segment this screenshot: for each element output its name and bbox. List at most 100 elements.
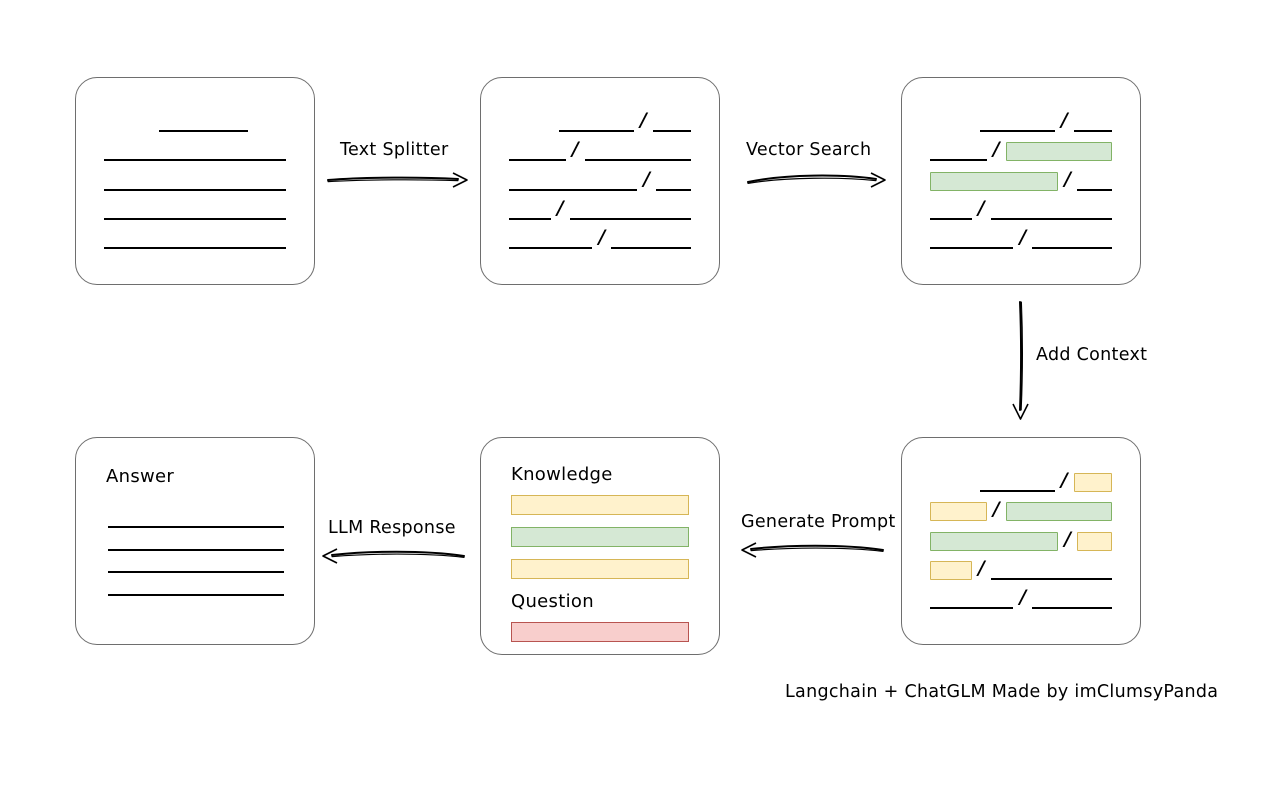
- chunk-separator-slash: /: [598, 225, 606, 248]
- source-document-box: [75, 77, 315, 285]
- text-line-segment: [104, 188, 286, 191]
- highlighted-chunk-green: [1005, 502, 1112, 522]
- doc-row: /: [930, 196, 1112, 225]
- text-line-segment: [558, 130, 634, 133]
- text-line-segment: [104, 247, 286, 250]
- chunk-separator-slash: /: [1060, 109, 1068, 132]
- prompt-bar-yellow: [511, 495, 689, 515]
- highlighted-chunk-yellow: [930, 560, 972, 580]
- doc-row: /: [509, 166, 691, 195]
- doc-row: [104, 137, 286, 166]
- doc-row: /: [509, 196, 691, 225]
- chunk-separator-slash: /: [977, 556, 985, 579]
- doc-row: /: [930, 585, 1112, 614]
- prompt-bar-red: [511, 622, 689, 642]
- prompt-bar-green: [511, 527, 689, 547]
- text-line-segment: [979, 490, 1055, 493]
- text-line-segment: [652, 130, 691, 133]
- chunk-separator-slash: /: [992, 138, 1000, 161]
- question-bars: [511, 622, 689, 654]
- chunk-separator-slash: /: [1060, 469, 1068, 492]
- chunk-separator-slash: /: [642, 167, 650, 190]
- question-label: Question: [511, 591, 594, 612]
- doc-row: /: [509, 137, 691, 166]
- chunk-separator-slash: /: [1064, 167, 1071, 190]
- doc-row: /: [930, 468, 1112, 497]
- text-line-segment: [509, 247, 593, 250]
- prompt-box: Knowledge Question: [480, 437, 720, 655]
- knowledge-bars: [511, 495, 689, 591]
- text-line-segment: [1032, 247, 1112, 250]
- split-chunks-rows: / / / / /: [481, 78, 719, 284]
- text-line-segment: [1073, 130, 1112, 133]
- doc-row: [104, 166, 286, 195]
- doc-row: /: [930, 108, 1112, 137]
- text-line-segment: [930, 217, 972, 220]
- text-line-segment: [509, 188, 637, 191]
- arrow-llm-response: LLM Response: [320, 518, 466, 568]
- highlighted-chunk-green: [930, 171, 1058, 191]
- highlighted-chunk-green: [1005, 142, 1112, 162]
- arrow-text-splitter: Text Splitter: [326, 140, 470, 190]
- vector-matches-rows: /////: [902, 78, 1140, 284]
- knowledge-label: Knowledge: [511, 464, 613, 485]
- text-line-segment: [979, 130, 1055, 133]
- answer-text-line: [108, 526, 284, 529]
- text-line-segment: [930, 247, 1014, 250]
- text-line-segment: [1076, 188, 1112, 191]
- arrow-text-splitter-label: Text Splitter: [340, 140, 449, 160]
- highlighted-chunk-green: [930, 531, 1058, 551]
- text-line-segment: [990, 577, 1112, 580]
- chunk-separator-slash: /: [639, 109, 647, 132]
- highlighted-chunk-yellow: [1076, 531, 1112, 551]
- source-document-rows: [76, 78, 314, 284]
- context-added-box: /////: [901, 437, 1141, 645]
- text-line-segment: [611, 247, 691, 250]
- text-line-segment: [569, 217, 691, 220]
- answer-box: Answer: [75, 437, 315, 645]
- vector-matches-box: /////: [901, 77, 1141, 285]
- chunk-separator-slash: /: [556, 196, 564, 219]
- arrow-vector-search: Vector Search: [746, 140, 888, 190]
- doc-row: /: [930, 526, 1112, 555]
- text-line-segment: [584, 159, 691, 162]
- answer-text-line: [108, 571, 284, 574]
- arrow-generate-prompt-glyph: [741, 542, 884, 558]
- chunk-separator-slash: /: [1019, 585, 1027, 608]
- arrow-add-context-glyph: [1012, 301, 1029, 420]
- arrow-generate-prompt-label: Generate Prompt: [741, 512, 896, 532]
- doc-row: /: [509, 108, 691, 137]
- doc-row: /: [930, 497, 1112, 526]
- arrow-generate-prompt: Generate Prompt: [739, 512, 895, 562]
- doc-row: /: [930, 137, 1112, 166]
- doc-row: /: [509, 225, 691, 254]
- answer-text-line: [108, 548, 284, 551]
- doc-row: [104, 225, 286, 254]
- highlighted-chunk-yellow: [930, 502, 987, 522]
- chunk-separator-slash: /: [992, 498, 1000, 521]
- text-line-segment: [655, 188, 691, 191]
- text-line-segment: [990, 217, 1112, 220]
- arrow-add-context: Add Context: [1000, 300, 1160, 422]
- footer-credit: Langchain + ChatGLM Made by imClumsyPand…: [785, 682, 1219, 702]
- doc-row: /: [930, 225, 1112, 254]
- doc-row: /: [930, 166, 1112, 195]
- doc-row: [104, 108, 286, 137]
- arrow-llm-response-label: LLM Response: [328, 518, 456, 538]
- answer-label: Answer: [106, 466, 175, 487]
- arrow-vector-search-glyph: [747, 172, 886, 188]
- arrow-llm-response-glyph: [322, 548, 465, 564]
- arrow-text-splitter-glyph: [327, 172, 468, 188]
- answer-lines: [108, 506, 284, 616]
- context-added-rows: /////: [902, 438, 1140, 644]
- text-line-segment: [930, 159, 987, 162]
- chunk-separator-slash: /: [571, 138, 579, 161]
- prompt-panel: Knowledge Question: [481, 438, 719, 654]
- arrow-add-context-label: Add Context: [1036, 345, 1148, 365]
- text-line-segment: [509, 217, 551, 220]
- text-line-segment: [1032, 607, 1112, 610]
- answer-text-line: [108, 593, 284, 596]
- text-line-segment: [104, 217, 286, 220]
- arrow-vector-search-label: Vector Search: [746, 140, 872, 160]
- text-line-segment: [930, 607, 1014, 610]
